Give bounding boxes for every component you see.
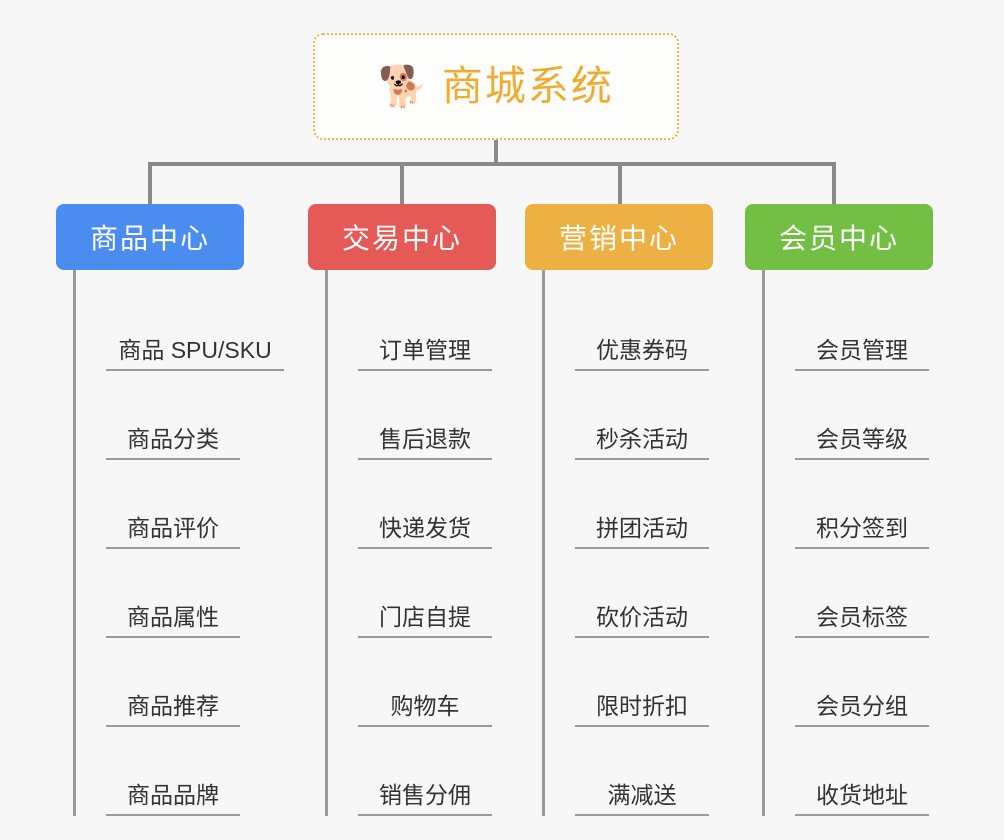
branch-product-center: 商品中心 商品 SPU/SKU 商品分类 商品评价 商品属性 商品推荐 商品品牌 xyxy=(56,204,284,816)
leaf-label: 收货地址 xyxy=(795,782,929,816)
leaf-label: 商品评价 xyxy=(106,515,240,549)
category-header-marketing-center[interactable]: 营销中心 xyxy=(525,204,713,270)
leaf-list-product-center: 商品 SPU/SKU 商品分类 商品评价 商品属性 商品推荐 商品品牌 xyxy=(73,270,284,816)
branch-member-center: 会员中心 会员管理 会员等级 积分签到 会员标签 会员分组 收货地址 xyxy=(745,204,933,816)
list-item[interactable]: 商品分类 xyxy=(76,371,284,460)
category-label: 营销中心 xyxy=(558,223,679,254)
leaf-label: 售后退款 xyxy=(358,426,492,460)
branch-trade-center: 交易中心 订单管理 售后退款 快递发货 门店自提 购物车 销售分佣 xyxy=(308,204,496,816)
leaf-label: 拼团活动 xyxy=(575,515,709,549)
leaf-label: 优惠券码 xyxy=(575,337,709,371)
leaf-label: 商品品牌 xyxy=(106,782,240,816)
list-item[interactable]: 优惠券码 xyxy=(545,282,713,371)
leaf-list-marketing-center: 优惠券码 秒杀活动 拼团活动 砍价活动 限时折扣 满减送 xyxy=(542,270,713,816)
leaf-label: 快递发货 xyxy=(358,515,492,549)
connector-drop-product-center xyxy=(148,162,152,204)
leaf-label: 商品属性 xyxy=(106,604,240,638)
list-item[interactable]: 会员分组 xyxy=(765,638,933,727)
category-header-member-center[interactable]: 会员中心 xyxy=(745,204,933,270)
leaf-label: 限时折扣 xyxy=(575,693,709,727)
list-item[interactable]: 订单管理 xyxy=(328,282,496,371)
category-header-trade-center[interactable]: 交易中心 xyxy=(308,204,496,270)
list-item[interactable]: 积分签到 xyxy=(765,460,933,549)
list-item[interactable]: 售后退款 xyxy=(328,371,496,460)
list-item[interactable]: 销售分佣 xyxy=(328,727,496,816)
connector-horizontal-bus xyxy=(148,162,836,166)
list-item[interactable]: 商品品牌 xyxy=(76,727,284,816)
list-item[interactable]: 会员标签 xyxy=(765,549,933,638)
leaf-list-trade-center: 订单管理 售后退款 快递发货 门店自提 购物车 销售分佣 xyxy=(325,270,496,816)
list-item[interactable]: 门店自提 xyxy=(328,549,496,638)
category-label: 商品中心 xyxy=(89,223,210,254)
leaf-label: 订单管理 xyxy=(358,337,492,371)
connector-root-stem xyxy=(494,140,498,164)
connector-drop-marketing-center xyxy=(618,162,622,204)
leaf-label: 门店自提 xyxy=(358,604,492,638)
leaf-label: 满减送 xyxy=(575,782,709,816)
leaf-label: 购物车 xyxy=(358,693,492,727)
list-item[interactable]: 会员管理 xyxy=(765,282,933,371)
leaf-label: 秒杀活动 xyxy=(575,426,709,460)
connector-drop-trade-center xyxy=(400,162,404,204)
leaf-label: 积分签到 xyxy=(795,515,929,549)
leaf-list-member-center: 会员管理 会员等级 积分签到 会员标签 会员分组 收货地址 xyxy=(762,270,933,816)
list-item[interactable]: 会员等级 xyxy=(765,371,933,460)
list-item[interactable]: 商品推荐 xyxy=(76,638,284,727)
connector-drop-member-center xyxy=(832,162,836,204)
list-item[interactable]: 秒杀活动 xyxy=(545,371,713,460)
list-item[interactable]: 购物车 xyxy=(328,638,496,727)
list-item[interactable]: 满减送 xyxy=(545,727,713,816)
category-label: 交易中心 xyxy=(341,223,462,254)
leaf-label: 会员管理 xyxy=(795,337,929,371)
leaf-label: 商品推荐 xyxy=(106,693,240,727)
list-item[interactable]: 快递发货 xyxy=(328,460,496,549)
root-node-mall-system[interactable]: 🐕 商城系统 xyxy=(313,33,679,140)
leaf-label: 销售分佣 xyxy=(358,782,492,816)
leaf-label: 会员分组 xyxy=(795,693,929,727)
list-item[interactable]: 限时折扣 xyxy=(545,638,713,727)
branch-marketing-center: 营销中心 优惠券码 秒杀活动 拼团活动 砍价活动 限时折扣 满减送 xyxy=(525,204,713,816)
list-item[interactable]: 拼团活动 xyxy=(545,460,713,549)
list-item[interactable]: 商品属性 xyxy=(76,549,284,638)
list-item[interactable]: 商品评价 xyxy=(76,460,284,549)
list-item[interactable]: 砍价活动 xyxy=(545,549,713,638)
list-item[interactable]: 收货地址 xyxy=(765,727,933,816)
leaf-label: 会员等级 xyxy=(795,426,929,460)
leaf-label: 砍价活动 xyxy=(575,604,709,638)
root-node-title: 商城系统 xyxy=(441,63,614,109)
leaf-label: 会员标签 xyxy=(795,604,929,638)
leaf-label: 商品 SPU/SKU xyxy=(106,337,284,371)
category-header-product-center[interactable]: 商品中心 xyxy=(56,204,244,270)
leaf-label: 商品分类 xyxy=(106,426,240,460)
shiba-dog-icon: 🐕 xyxy=(378,64,428,109)
category-label: 会员中心 xyxy=(778,223,899,254)
list-item[interactable]: 商品 SPU/SKU xyxy=(76,282,284,371)
